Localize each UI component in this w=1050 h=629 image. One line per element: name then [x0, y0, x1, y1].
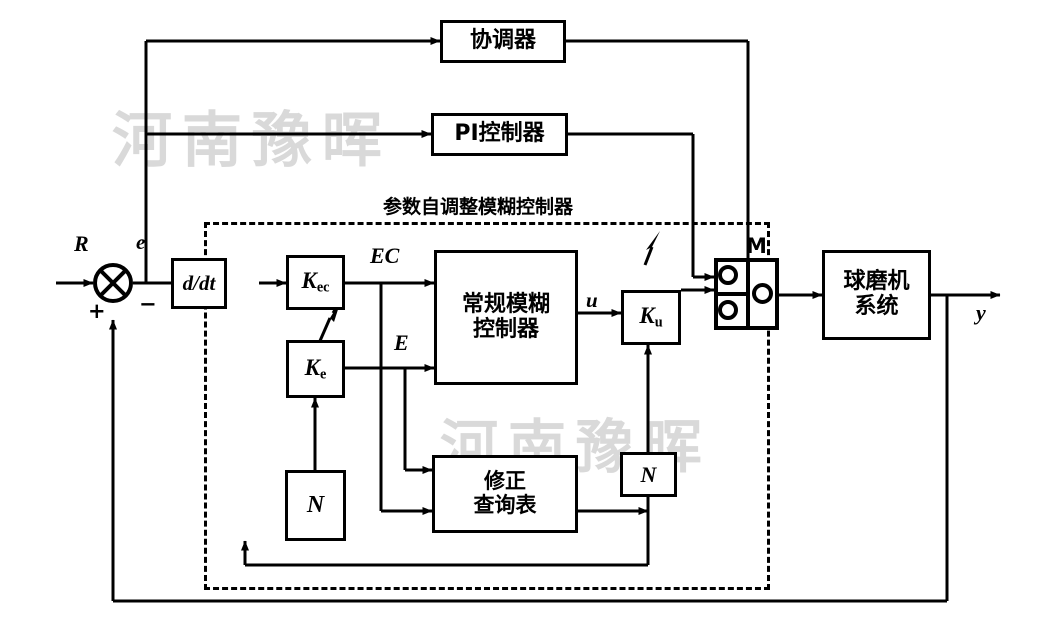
plant-label-2: 系统	[854, 294, 899, 319]
label-output: y	[976, 300, 986, 325]
derivative-label: d/dt	[182, 271, 216, 295]
label-error-scaled: E	[394, 330, 409, 355]
coordinator-label: 协调器	[469, 28, 536, 54]
plant-label-1: 球磨机	[843, 269, 910, 295]
fuzzy-controller-label-1: 常规模糊	[461, 291, 550, 317]
gain-ku-label: Ku	[639, 303, 663, 331]
block-pi-controller[interactable]: PI控制器	[431, 113, 568, 156]
block-gain-ke[interactable]: Ke	[286, 340, 345, 398]
pi-controller-label: PI控制器	[454, 121, 545, 147]
gain-kec-label: Kec	[301, 268, 330, 296]
block-plant[interactable]: 球磨机 系统	[822, 250, 931, 340]
block-derivative[interactable]: d/dt	[171, 258, 227, 309]
label-error-change: EC	[370, 243, 400, 268]
label-control-signal: u	[586, 288, 598, 312]
block-gain-ku[interactable]: Ku	[621, 290, 681, 345]
block-correction-table[interactable]: 修正 查询表	[432, 455, 578, 533]
switch-terminal-lower-left[interactable]	[718, 300, 738, 320]
label-plus-sign: +	[88, 299, 106, 323]
gain-ke-label: Ke	[304, 354, 327, 383]
correction-table-label-1: 修正	[484, 469, 526, 494]
block-n-secondary[interactable]: N	[620, 452, 677, 497]
switch-label: M	[746, 234, 767, 258]
label-error: e	[136, 230, 146, 254]
fuzzy-controller-region	[204, 222, 770, 590]
switch-terminal-upper-left[interactable]	[718, 265, 738, 285]
block-coordinator[interactable]: 协调器	[440, 20, 566, 63]
block-fuzzy-controller[interactable]: 常规模糊 控制器	[434, 250, 578, 385]
fuzzy-controller-label-2: 控制器	[472, 316, 539, 342]
switch-terminal-output[interactable]	[752, 283, 773, 304]
label-minus-sign: −	[139, 292, 157, 316]
n-secondary-label: N	[640, 461, 657, 487]
sum-cross-b	[97, 267, 129, 299]
wire-ku-adjust-head	[646, 231, 660, 250]
watermark-top: 河南豫晖	[112, 106, 392, 176]
region-title: 参数自调整模糊控制器	[383, 196, 574, 218]
wire-ku-adjust-stem	[643, 246, 654, 266]
label-reference: R	[74, 231, 89, 256]
n-label: N	[306, 492, 325, 518]
block-gain-kec[interactable]: Kec	[286, 255, 345, 310]
correction-table-label-2: 查询表	[473, 493, 537, 517]
block-n[interactable]: N	[285, 470, 346, 541]
